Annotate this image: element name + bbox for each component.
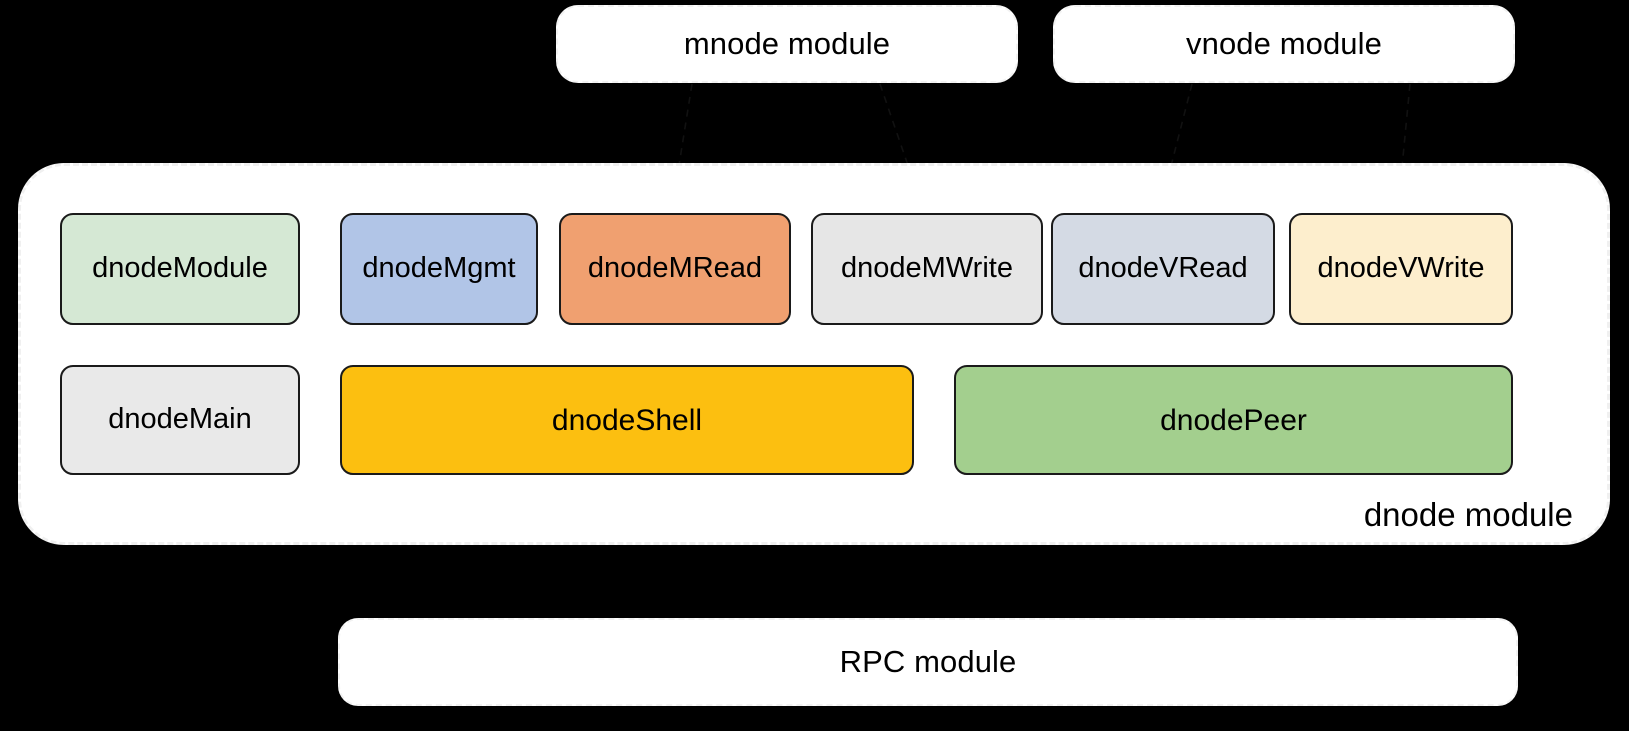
dnode-vwrite-component[interactable]: dnodeVWrite xyxy=(1289,213,1513,325)
dnode-module-label: dnode module xyxy=(1363,496,1573,533)
mnode-module-box[interactable]: mnode module xyxy=(556,5,1018,83)
dnode-mgmt-component[interactable]: dnodeMgmt xyxy=(340,213,538,325)
dnode-shell-component[interactable]: dnodeShell xyxy=(340,365,914,475)
rpc-module-label: RPC module xyxy=(839,644,1017,679)
dnode-main-component[interactable]: dnodeMain xyxy=(60,365,300,475)
dnode-mgmt-component-label: dnodeMgmt xyxy=(362,252,516,285)
mnode-module-label: mnode module xyxy=(683,26,891,61)
rpc-module-box[interactable]: RPC module xyxy=(338,618,1518,706)
dnode-vread-component-label: dnodeVRead xyxy=(1078,252,1248,285)
dnode-main-component-label: dnodeMain xyxy=(108,403,252,436)
vnode-module-box[interactable]: vnode module xyxy=(1053,5,1515,83)
dnode-mread-component[interactable]: dnodeMRead xyxy=(559,213,791,325)
dnode-peer-component-label: dnodePeer xyxy=(1160,403,1307,437)
dnode-vread-component[interactable]: dnodeVRead xyxy=(1051,213,1275,325)
dnode-mwrite-component[interactable]: dnodeMWrite xyxy=(811,213,1043,325)
dnode-module-component[interactable]: dnodeModule xyxy=(60,213,300,325)
dnode-mread-component-label: dnodeMRead xyxy=(587,252,763,285)
dnode-module-container[interactable]: dnodeModule dnodeMgmt dnodeMRead dnodeMW… xyxy=(18,163,1610,545)
dnode-peer-component[interactable]: dnodePeer xyxy=(954,365,1513,475)
dnode-vwrite-component-label: dnodeVWrite xyxy=(1317,252,1485,285)
vnode-module-label: vnode module xyxy=(1186,26,1382,61)
dnode-shell-component-label: dnodeShell xyxy=(551,403,703,437)
dnode-mwrite-component-label: dnodeMWrite xyxy=(841,252,1013,285)
dnode-module-component-label: dnodeModule xyxy=(92,252,268,285)
